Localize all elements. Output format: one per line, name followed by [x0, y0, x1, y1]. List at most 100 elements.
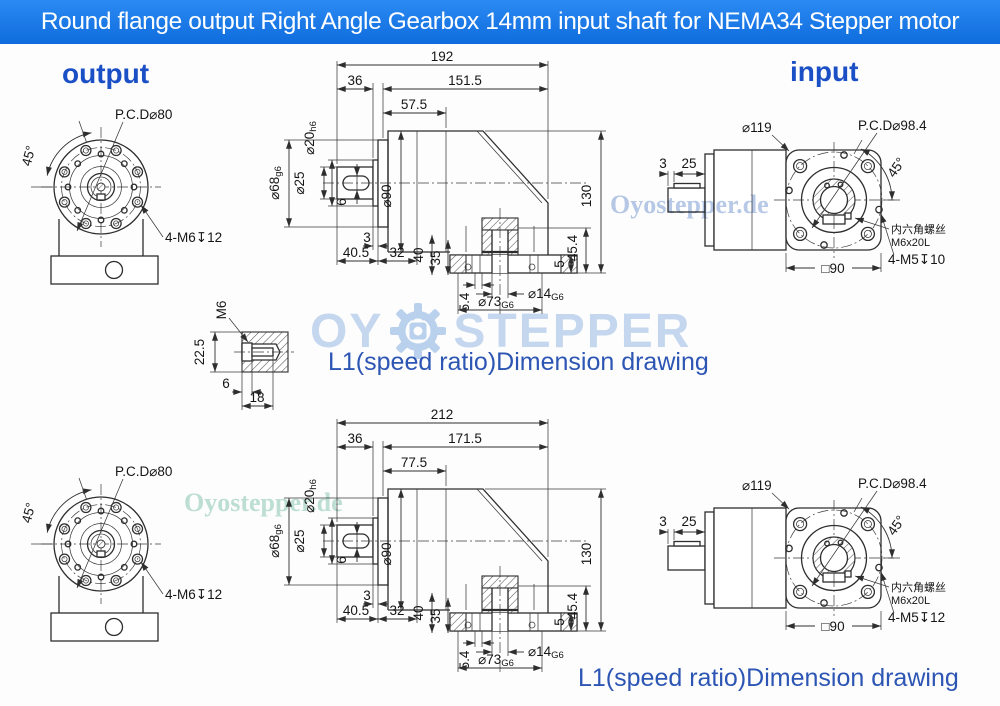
dim-25: 25 [681, 156, 696, 171]
dia-label: ⌀119 [742, 478, 772, 493]
dim-length: 18 [249, 390, 264, 405]
dim-key-width: 6 [334, 556, 349, 564]
output-front-view-bottom: 45° P.C.D⌀80 4-M6↧12 [19, 464, 222, 642]
brand-watermark: OY STEPPER [310, 302, 691, 360]
dim-gear-len: 77.5 [401, 455, 427, 470]
input-hub [812, 178, 856, 225]
dim-d14: ⌀14G6 [528, 286, 564, 303]
dims-bottom: 3 40.5 32 40 35 5.4 ⌀14G6 ⌀73G6 [336, 201, 564, 314]
shaft-dims: 3 25 [659, 156, 706, 186]
side-section-view-bottom: 212 36 171.5 77.5 ⌀20h6 ⌀68g6 ⌀25 6 ⌀90 … [268, 407, 606, 672]
dim-body-len: 171.5 [448, 431, 482, 446]
leaders: P.C.D⌀80 4-M6↧12 [76, 107, 222, 245]
angle-label: 45° [884, 513, 908, 538]
dim-d68: ⌀68g6 [268, 524, 284, 558]
bolt-spec-label: 4-M5↧12 [888, 610, 945, 625]
block-section [234, 331, 294, 373]
dim-3: 3 [659, 514, 667, 529]
pcd-label: P.C.D⌀98.4 [858, 476, 927, 491]
dim-total: 212 [431, 407, 454, 422]
dim-d25: ⌀25 [292, 171, 307, 194]
dims-right: ⌀90 130 45.4 5 [379, 488, 606, 632]
housing-body [50, 219, 159, 285]
leaders: P.C.D⌀80 4-M6↧12 [76, 464, 222, 602]
site-watermark-bottom: Oyostepper.de [184, 488, 343, 517]
input-hub [812, 536, 856, 583]
caption-bottom: L1(speed ratio)Dimension drawing [578, 664, 959, 692]
square-dim: □90 [821, 261, 844, 276]
centerlines [323, 540, 586, 672]
site-watermark-top: Oyostepper.de [610, 190, 769, 219]
dim-d20: ⌀20h6 [302, 479, 319, 513]
square-dim: □90 [821, 619, 844, 634]
shaft-dims: 3 25 [659, 514, 706, 544]
dim-d20: ⌀20h6 [302, 121, 319, 155]
centerlines [323, 182, 586, 314]
dims-bottom: 3 40.5 32 40 35 5.4 ⌀14G6 ⌀73G6 [336, 559, 564, 672]
gear-icon [390, 303, 447, 359]
screw-note-cn: 内六角螺丝 [891, 222, 946, 236]
dim-40: 40 [411, 605, 426, 620]
screw-note-spec: M6x20L [891, 595, 930, 607]
thread-label: M6 [214, 301, 229, 320]
dim-height: 22.5 [192, 339, 207, 365]
dim-total: 192 [431, 49, 454, 64]
m6-screw-detail: M6 22.5 6 18 [192, 301, 294, 410]
body-side [667, 507, 787, 609]
dim-5: 5 [552, 618, 567, 626]
dim-40: 40 [411, 247, 426, 262]
screw-note-spec: M6x20L [891, 237, 930, 249]
input-face-view-top: 3 25 ⌀119 P.C.D⌀98.4 45° 内六角螺丝 M6x20L 4-… [659, 118, 946, 276]
dim-454: 45.4 [565, 234, 580, 261]
input-face-view-bottom: 3 25 ⌀119 P.C.D⌀98.4 45° 内六角螺丝 M6x20L 4-… [659, 476, 946, 634]
input-view-heading: input [790, 56, 859, 87]
labels: ⌀119 P.C.D⌀98.4 45° 内六角螺丝 M6x20L 4-M5↧12… [742, 476, 946, 634]
dim-35: 35 [428, 608, 443, 623]
dim-32: 32 [389, 603, 404, 618]
output-front-view-top: 45° P.C.D⌀80 4-M6↧12 [19, 107, 222, 285]
dim-54: 5.4 [457, 292, 472, 311]
dim-shaft-len: 36 [347, 431, 362, 446]
dim-32: 32 [389, 245, 404, 260]
output-view-heading: output [62, 58, 150, 89]
dim-405: 40.5 [343, 245, 369, 260]
dim-d90: ⌀90 [379, 184, 394, 207]
title-bar: Round flange output Right Angle Gearbox … [0, 0, 1000, 44]
screw-note-cn: 内六角螺丝 [891, 580, 946, 594]
bolt-spec-label: 4-M6↧12 [165, 587, 222, 602]
dim-key-width: 6 [334, 198, 349, 206]
bolt-spec-label: 4-M6↧12 [165, 230, 222, 245]
dim-height: 130 [579, 543, 594, 566]
pcd-label: P.C.D⌀98.4 [858, 118, 927, 133]
dim-d90: ⌀90 [379, 542, 394, 565]
dia-label: ⌀119 [742, 120, 772, 135]
dim-25: 25 [681, 514, 696, 529]
dims-left: ⌀20h6 ⌀68g6 ⌀25 6 [268, 479, 378, 586]
labels: ⌀119 P.C.D⌀98.4 45° 内六角螺丝 M6x20L 4-M5↧10… [742, 118, 946, 276]
dim-d14: ⌀14G6 [528, 644, 564, 661]
detail-dims: M6 22.5 6 18 [192, 301, 274, 410]
angle-dim: 45° [19, 120, 92, 188]
dims-right: ⌀90 130 45.4 5 [379, 130, 606, 274]
dim-54: 5.4 [457, 650, 472, 669]
dim-5: 5 [552, 260, 567, 268]
angle-dim: 45° [19, 477, 92, 545]
dims-top: 212 36 171.5 77.5 [336, 407, 549, 557]
dim-shaft-len: 36 [347, 73, 362, 88]
angle-label: 45° [19, 501, 39, 525]
dim-d25: ⌀25 [292, 529, 307, 552]
bolt-spec-label: 4-M5↧10 [888, 252, 945, 267]
dim-405: 40.5 [343, 603, 369, 618]
dim-454: 45.4 [565, 592, 580, 619]
caption-mid: L1(speed ratio)Dimension drawing [328, 348, 709, 376]
dim-d73: ⌀73G6 [478, 294, 514, 311]
dims-left: ⌀20h6 ⌀68g6 ⌀25 6 [268, 121, 378, 228]
angle-label: 45° [884, 155, 908, 180]
side-section-view-top: 192 36 151.5 57.5 ⌀20h6 ⌀68g6 ⌀25 6 ⌀90 … [268, 49, 606, 314]
dim-d68: ⌀68g6 [268, 166, 284, 200]
dim-3: 3 [363, 588, 371, 603]
pcd-label: P.C.D⌀80 [115, 464, 172, 479]
dim-3: 3 [659, 156, 667, 171]
dim-width: 6 [222, 376, 230, 391]
pcd-label: P.C.D⌀80 [115, 107, 172, 122]
